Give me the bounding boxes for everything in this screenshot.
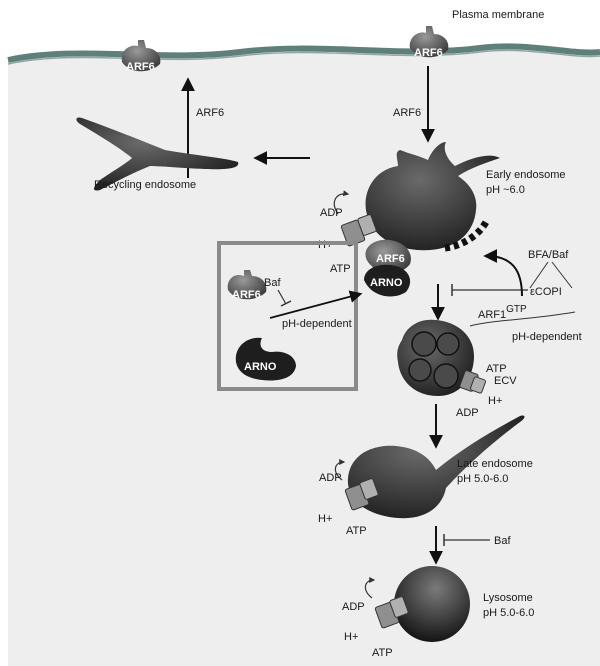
box-arno-label: ARNO <box>244 361 277 373</box>
early-atp-label: ATP <box>330 263 351 275</box>
box-ph-dependent-label: pH-dependent <box>282 318 352 330</box>
plasma-membrane-label: Plasma membrane <box>452 9 544 21</box>
box-arf6-label: ARF6 <box>232 289 261 301</box>
ecv-adp-label: ADP <box>456 407 479 419</box>
recycling-endosome-label: Recycling endosome <box>94 179 196 191</box>
early-endosome-label: Early endosome <box>486 169 566 181</box>
arf6-membrane-left-label: ARF6 <box>126 61 155 73</box>
late-adp-label: ADP <box>319 472 342 484</box>
early-adp-label: ADP <box>320 207 343 219</box>
arf6-membrane-right: ARF6 <box>410 26 449 59</box>
arf6-membrane-right-label: ARF6 <box>414 47 443 59</box>
lyso-atp-label: ATP <box>372 647 393 659</box>
ecv-h-label: H+ <box>488 395 502 407</box>
lyso-adp-label: ADP <box>342 601 365 613</box>
late-h-label: H+ <box>318 513 332 525</box>
arf6-membrane-left: ARF6 <box>122 40 161 73</box>
arf6-up-arrow-label: ARF6 <box>196 107 224 119</box>
lysosome-label: Lysosome <box>483 592 533 604</box>
bfa-baf-label: BFA/Baf <box>528 249 569 261</box>
ecv-label: ECV <box>494 375 517 387</box>
late-atp-label: ATP <box>346 525 367 537</box>
ecv-atp-label: ATP <box>486 363 507 375</box>
late-endosome-ph: pH 5.0-6.0 <box>457 473 508 485</box>
late-endosome-label: Late endosome <box>457 458 533 470</box>
early-endosome-ph: pH ~6.0 <box>486 184 525 196</box>
cytoplasm <box>8 46 600 666</box>
arf6-bound-label: ARF6 <box>376 253 405 265</box>
baf-late-label: Baf <box>494 535 511 547</box>
lysosome-ph: pH 5.0-6.0 <box>483 607 534 619</box>
ph-dependent-right-label: pH-dependent <box>512 331 582 343</box>
ecopi-label: εCOPI <box>530 286 562 298</box>
box-baf-label: Baf <box>264 277 281 289</box>
arf6-down-arrow-label: ARF6 <box>393 107 421 119</box>
lyso-h-label: H+ <box>344 631 358 643</box>
arno-bound-label: ARNO <box>370 277 403 289</box>
